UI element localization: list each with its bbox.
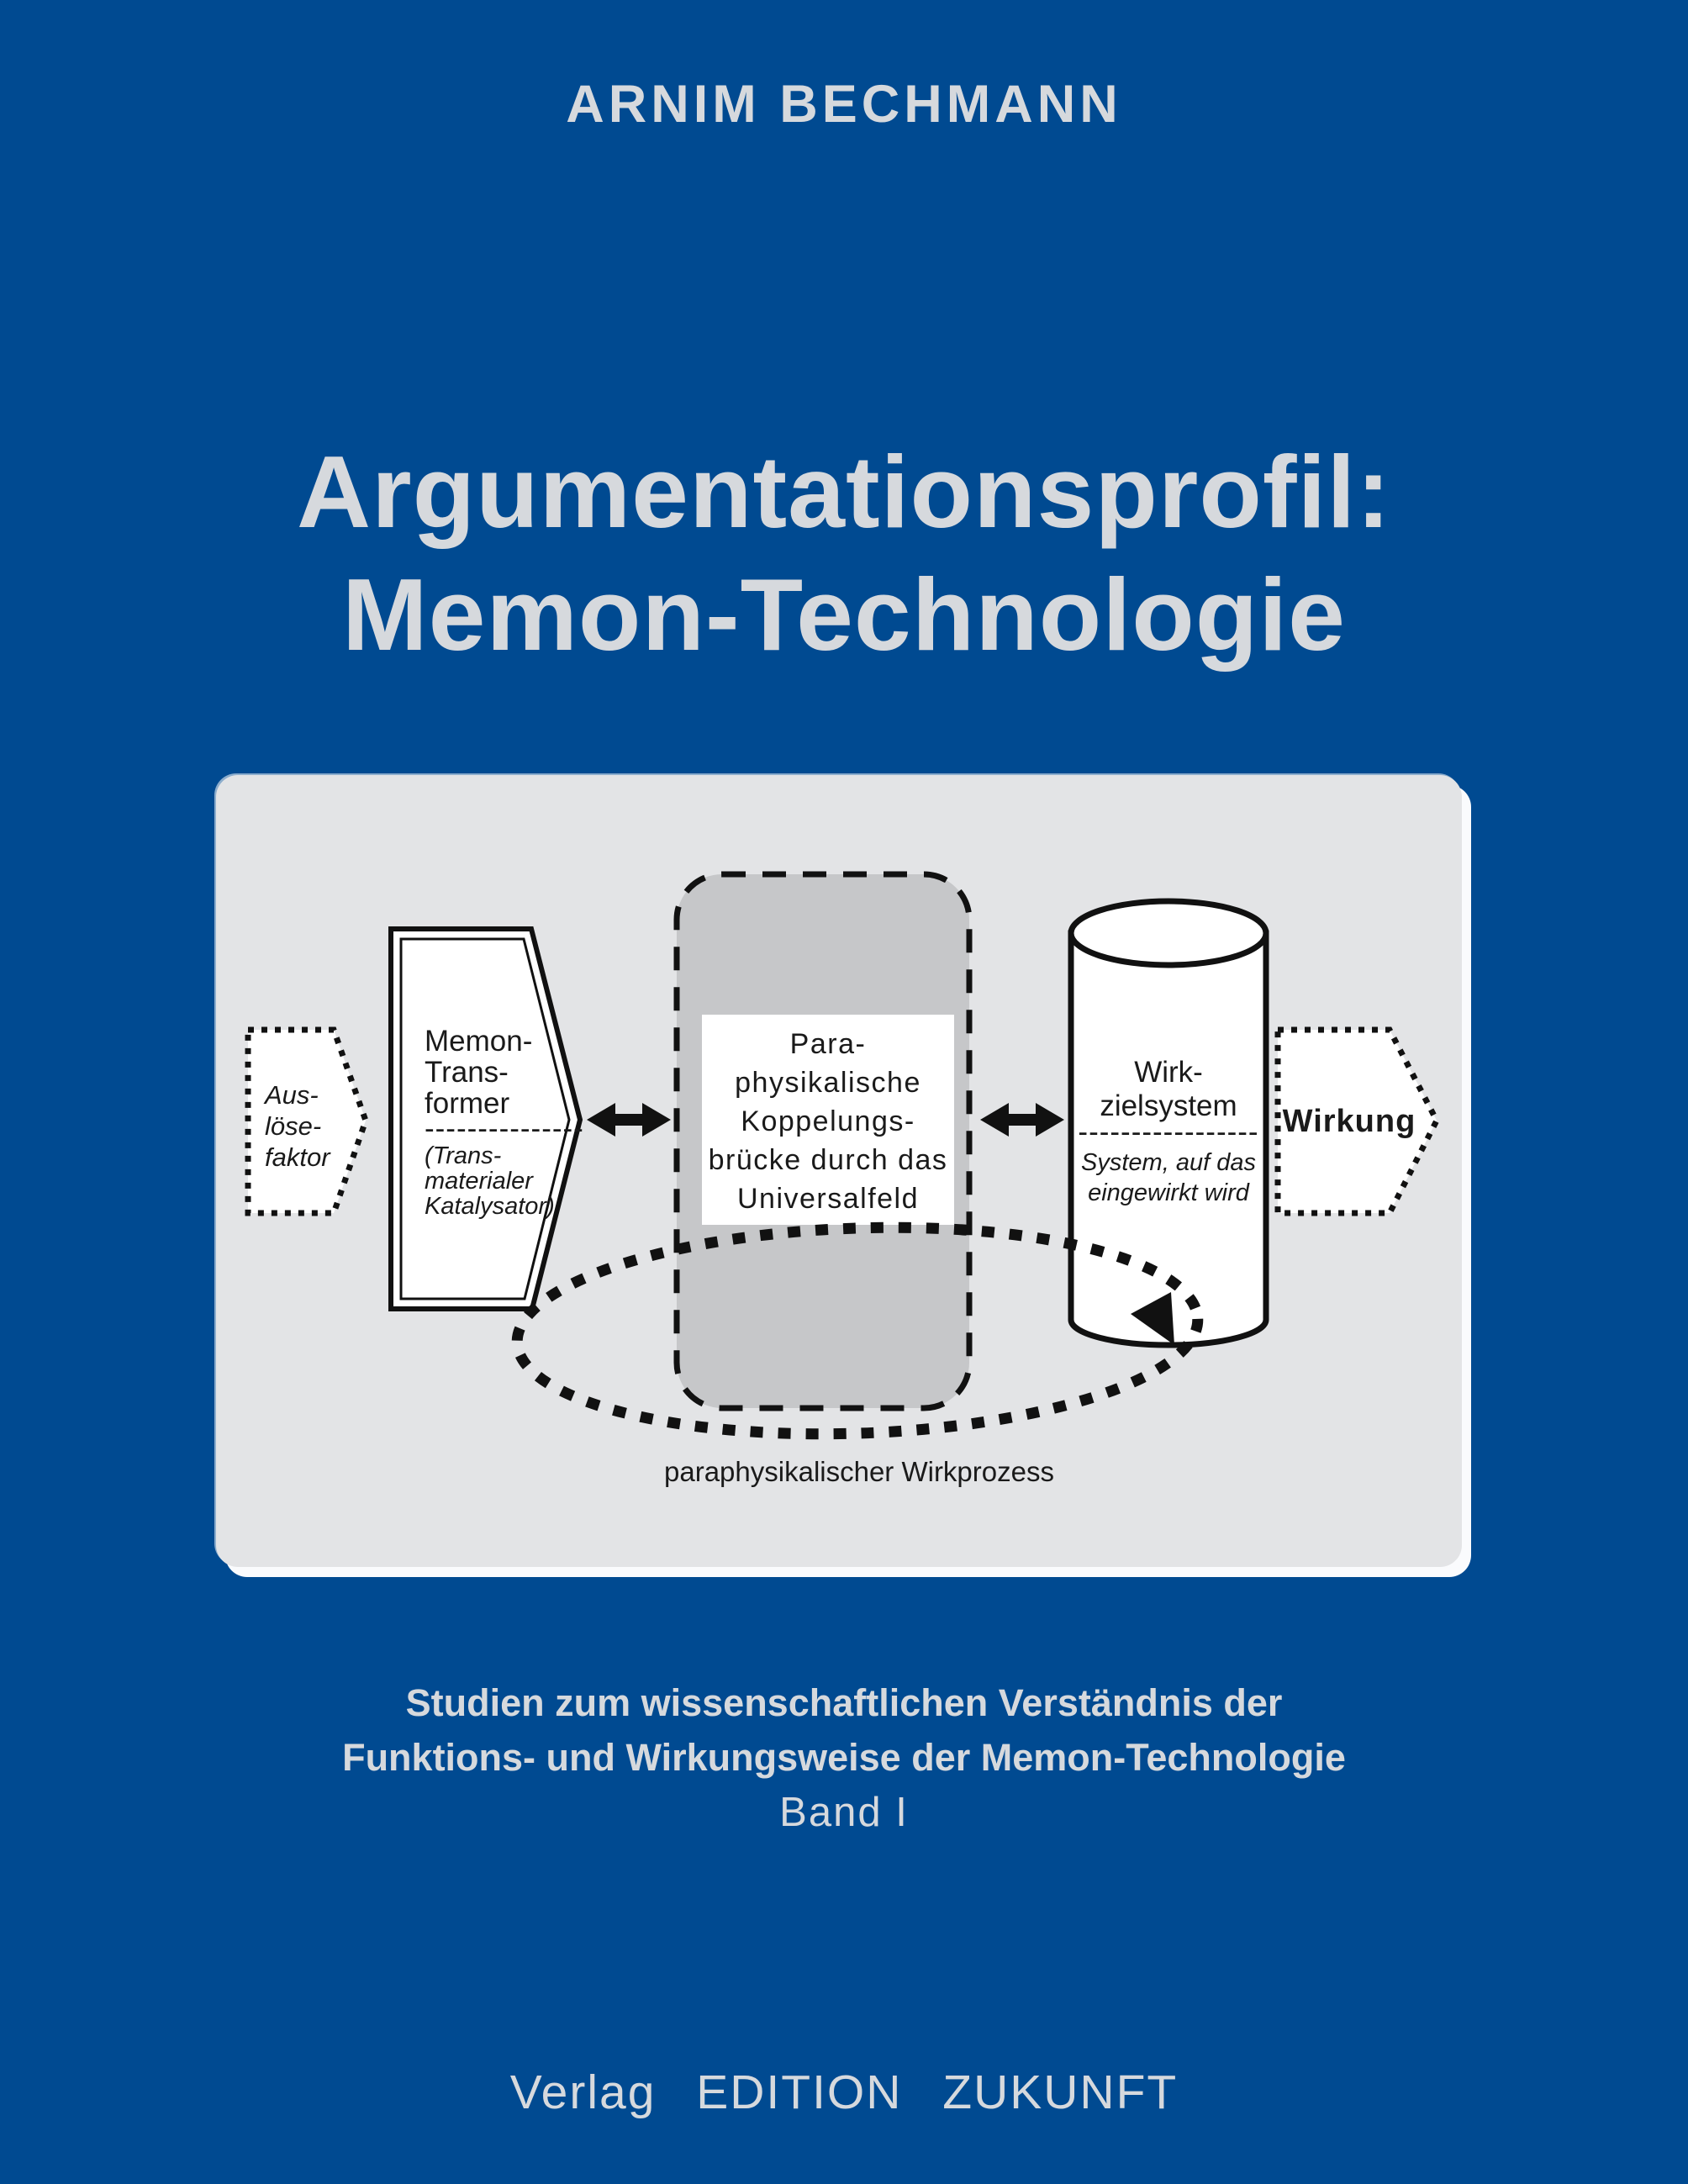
koppelungsbruecke-line1: Para-	[790, 1028, 867, 1060]
wirkung-label: Wirkung	[1283, 1104, 1416, 1139]
ausloesefaktor-line1: Aus-	[263, 1080, 319, 1110]
memon-transformer-label: Memon- Trans- former --------------- (Tr…	[425, 1025, 584, 1220]
koppelungsbruecke-line2: physikalische	[735, 1067, 921, 1099]
ausloesefaktor-shape	[245, 1026, 369, 1216]
series-subtitle: Studien zum wissenschaftlichen Verständn…	[0, 1675, 1688, 1786]
memon-transformer-box	[388, 926, 583, 1311]
memon-transformer-box-inner-border	[399, 937, 571, 1300]
double-arrow-right-icon	[980, 1103, 1064, 1137]
memon-transformer-sub1: (Trans-	[425, 1142, 501, 1169]
wirkprozess-loop-ellipse	[511, 1221, 1204, 1440]
double-arrow-left-icon	[587, 1103, 671, 1137]
wirkung-arrow-shape	[1274, 1026, 1440, 1216]
publisher-name: Verlag EDITION ZUKUNFT	[509, 2065, 1179, 2119]
diagram-panel: Para- physikalische Koppelungs- brücke d…	[216, 775, 1462, 1567]
wirkzielsystem-line1: Wirk-	[1134, 1056, 1203, 1089]
wirkzielsystem-label: Wirk- zielsystem ----------------- Syste…	[1078, 1056, 1258, 1206]
koppelungsbruecke-label: Para- physikalische Koppelungs- brücke d…	[709, 1028, 948, 1215]
memon-transformer-sub3: Katalysator)	[425, 1193, 555, 1220]
book-title: Argumentationsprofil: Memon-Technologie	[0, 430, 1688, 677]
ausloesefaktor-line2: löse-	[265, 1111, 321, 1141]
book-title-line1: Argumentationsprofil:	[297, 435, 1391, 549]
memon-flow-diagram: Para- physikalische Koppelungs- brücke d…	[245, 871, 1440, 1487]
koppelungsbruecke-line4: brücke durch das	[709, 1144, 948, 1176]
memon-transformer-sub2: materialer	[425, 1168, 534, 1195]
series-subtitle-line1: Studien zum wissenschaftlichen Verständn…	[405, 1681, 1283, 1724]
koppelungsbruecke-line3: Koppelungs-	[741, 1105, 915, 1137]
memon-transformer-line3: former	[425, 1087, 509, 1120]
ausloesefaktor-line3: faktor	[265, 1142, 331, 1172]
series-subtitle-line2: Funktions- und Wirkungsweise der Memon-T…	[342, 1736, 1346, 1780]
memon-transformer-separator: ---------------	[425, 1112, 584, 1145]
ausloesefaktor-label: Aus- löse- faktor	[263, 1080, 331, 1172]
wirkprozess-label: paraphysikalischer Wirkprozess	[664, 1456, 1054, 1487]
wirkzielsystem-line2: zielsystem	[1100, 1089, 1237, 1122]
wirkzielsystem-sub1: System, auf das	[1081, 1149, 1256, 1176]
wirkzielsystem-cylinder-top	[1068, 898, 1269, 968]
memon-transformer-line1: Memon-	[425, 1025, 532, 1058]
koppelungsbruecke-line5: Universalfeld	[737, 1183, 919, 1215]
wirkprozess-arrowhead-icon	[1131, 1292, 1174, 1345]
wirkzielsystem-sub2: eingewirkt wird	[1088, 1179, 1250, 1206]
author-name: ARNIM BECHMANN	[566, 75, 1122, 134]
memon-transformer-line2: Trans-	[425, 1056, 509, 1089]
book-title-line2: Memon-Technologie	[341, 557, 1347, 673]
koppelungsbruecke-label-card	[702, 1015, 954, 1225]
wirkzielsystem-separator: -----------------	[1078, 1116, 1258, 1148]
wirkzielsystem-cylinder-body	[1068, 930, 1269, 1348]
volume-label: Band I	[779, 1790, 909, 1835]
